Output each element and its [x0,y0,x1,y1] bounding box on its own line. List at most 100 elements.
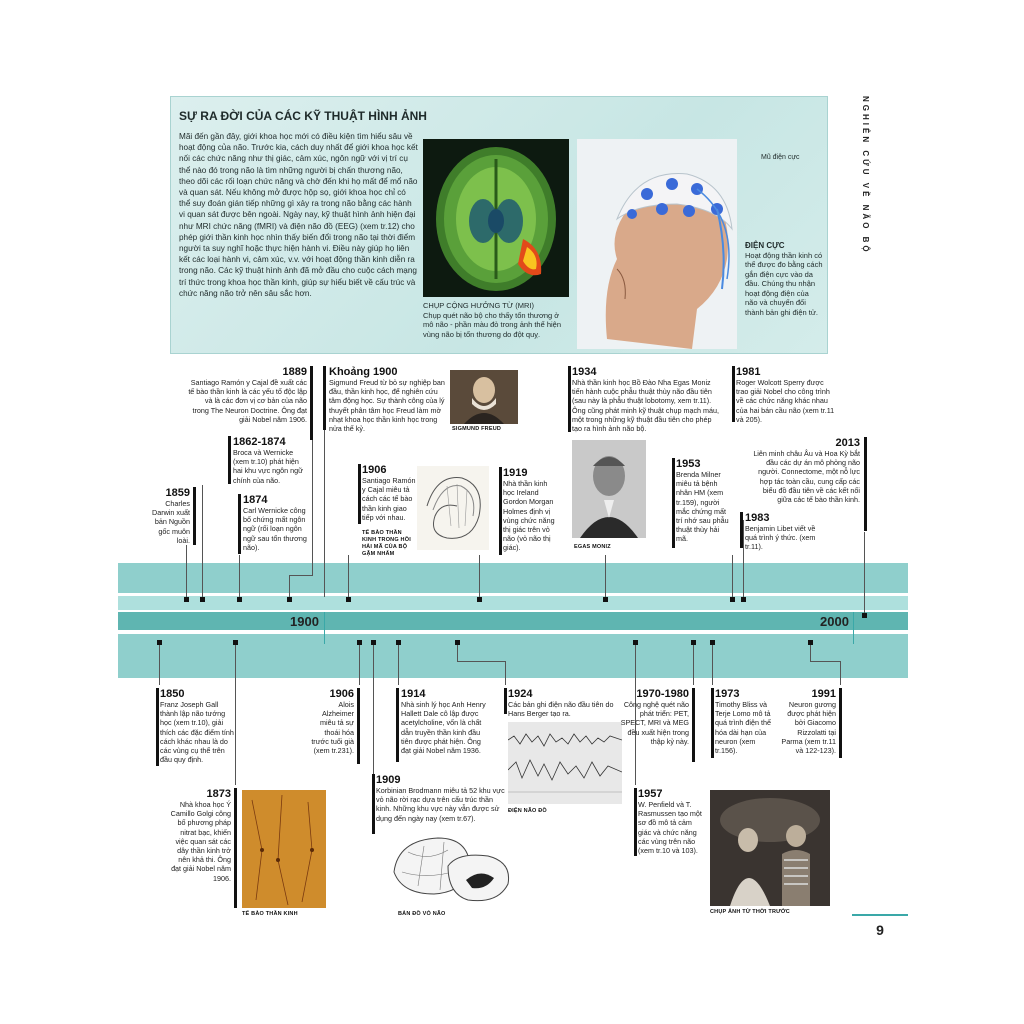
old-photo [710,790,830,906]
bar-1981 [732,366,735,422]
leader-1850 [159,645,160,685]
neurons-photo [242,790,326,908]
leader-1991 [810,645,811,661]
axis-label-1900: 1900 [290,614,319,629]
intro-body: Mãi đến gần đây, giới khoa học mới có đi… [179,132,418,298]
eeg-caption-title: ĐIỆN CỰC [745,241,785,250]
event-2013: 2013 Liên minh châu Âu và Hoa Kỳ bắt đầu… [753,437,860,505]
leader-1934 [605,555,606,597]
event-1850: 1850 Franz Joseph Gall thành lập não tướ… [160,688,234,765]
leader-1924c [505,661,506,685]
leader-1873 [235,645,236,785]
marker-1850 [157,640,162,645]
event-1906-bottom: 1906 Alois Alzheimer miêu tả sự thoái hó… [311,688,354,756]
event-1970-1980: 1970-1980 Công nghệ quét não phát triển:… [620,688,689,746]
marker-1859 [184,597,189,602]
marker-1970 [691,640,696,645]
chapter-side-title: NGHIÊN CỨU VỀ NÃO BỘ [861,96,870,255]
marker-1909 [371,640,376,645]
leader-1862 [202,485,203,597]
marker-1889 [287,597,292,602]
event-1889: 1889 Santiago Ramón y Cajal đề xuất các … [188,366,307,424]
eeg-caption: ĐIỆN CỰC Hoạt động thần kinh có thể được… [745,241,823,317]
marker-1919 [477,597,482,602]
bar-1924 [504,688,507,714]
marker-1914 [396,640,401,645]
bar-1957 [634,788,637,856]
vintage-lab-photo [710,790,830,906]
leader-1909 [373,645,374,775]
leader-2013 [864,532,865,613]
golgi-stained-neurons [242,790,326,908]
marker-1981 [741,597,746,602]
bar-1934 [568,366,571,432]
cajal-drawing [417,466,489,550]
marker-2013 [862,613,867,618]
marker-1934 [603,597,608,602]
leader-1973 [712,645,713,685]
event-1934: 1934 Nhà thần kinh học Bồ Đào Nha Egas M… [572,366,720,434]
cortex-map-drawing [393,837,510,902]
event-1874: 1874 Carl Wernicke công bố chứng mất ngô… [243,494,307,552]
eeg-trace-caption: ĐIỆN NÃO ĐỒ [508,808,547,814]
leader-1924b [457,661,505,662]
eeg-trace-image [507,722,623,804]
bar-1873 [234,788,237,908]
bar-1983 [740,512,743,548]
event-khoang-1900: Khoảng 1900 Sigmund Freud từ bỏ sự nghiệ… [329,366,445,434]
timeline-band-bottom [118,634,908,678]
event-1924: 1924 Các bản ghi điện não đầu tiên do Ha… [508,688,614,719]
event-1906-top: 1906 Santiago Ramón y Cajal miêu tả cách… [362,464,416,522]
event-1957: 1957 W. Penfield và T. Rasmussen tạo một… [638,788,702,856]
event-1973: 1973 Timothy Bliss và Terje Lomo mô tả q… [715,688,771,756]
moniz-photo [572,440,646,538]
marker-1973 [710,640,715,645]
brodmann-caption: BẢN ĐỒ VỎ NÃO [398,911,446,917]
bar-1909 [372,774,375,834]
eeg-recording-trace [507,722,623,804]
eeg-head-illustration [577,139,737,349]
electrode-cap-label: Mũ điện cực [761,154,800,161]
leader-1991b [810,661,840,662]
marker-1906b [357,640,362,645]
event-1981: 1981 Roger Wolcott Sperry được trao giải… [736,366,835,424]
moniz-portrait [572,440,646,538]
timeline-band-top [118,563,908,593]
event-1914: 1914 Nhà sinh lý học Anh Henry Hallett D… [401,688,486,756]
leader-1924 [457,645,458,661]
leader-1970 [693,645,694,685]
moniz-caption: EGAS MONIZ [574,544,611,550]
bar-1850 [156,688,159,766]
bar-1991 [839,688,842,758]
neurons-caption: TẾ BÀO THẦN KINH [242,911,298,917]
marker-1862 [200,597,205,602]
event-1983: 1983 Benjamin Libet viết về quá trình ý … [745,512,816,552]
page-number: 9 [852,914,908,938]
axis-label-2000: 2000 [820,614,849,629]
cajal-caption: TẾ BÀO THẦN KINH TRONG HỒI HẢI MÃ CỦA BỘ… [362,530,411,557]
freud-portrait [450,370,518,424]
freud-caption: SIGMUND FREUD [452,426,502,432]
intro-panel: SỰ RA ĐỜI CỦA CÁC KỸ THUẬT HÌNH ẢNH Mãi … [170,96,828,354]
bar-1914 [396,688,399,762]
bar-1973 [711,688,714,758]
marker-1953 [730,597,735,602]
mri-image [423,139,569,297]
leader-1889b [289,575,313,576]
axis-tick-2000 [853,612,854,644]
mri-brain-scan [423,139,569,297]
leader-1889 [289,575,290,597]
bar-2013 [864,437,867,531]
mri-caption-title: CHỤP CỘNG HƯỞNG TỪ (MRI) [423,301,535,310]
intro-title: SỰ RA ĐỜI CỦA CÁC KỸ THUẬT HÌNH ẢNH [179,109,427,123]
leader-1859 [186,545,187,597]
marker-1957 [633,640,638,645]
mri-caption: CHỤP CỘNG HƯỞNG TỪ (MRI) Chụp quét não b… [423,301,571,339]
leader-1906t [348,555,349,597]
marker-1873 [233,640,238,645]
leader-1900 [324,370,325,597]
event-1859: 1859 Charles Darwin xuất bản Nguồn gốc m… [152,487,190,545]
bar-1889 [310,366,313,440]
leader-1906b [359,645,360,685]
bar-1970 [692,688,695,762]
